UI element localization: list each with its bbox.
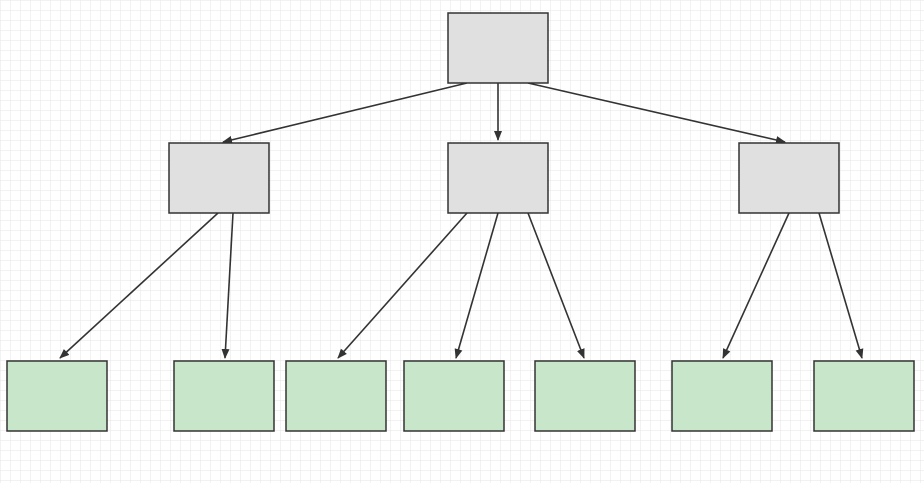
leaf-node-6 <box>671 360 773 432</box>
root-node <box>447 12 549 84</box>
internal-node-3 <box>738 142 840 214</box>
edge-root-internal-1 <box>222 82 468 144</box>
leaf-node-2 <box>173 360 275 432</box>
edge-internal-3-leaf-7 <box>818 212 864 359</box>
edge-root-internal-3 <box>527 82 786 144</box>
edge-internal-3-leaf-6 <box>722 212 790 359</box>
edge-internal-2-leaf-5 <box>527 212 585 359</box>
leaf-node-5 <box>534 360 636 432</box>
leaf-node-7 <box>813 360 915 432</box>
edge-internal-1-leaf-1 <box>59 212 219 359</box>
edge-internal-1-leaf-2 <box>221 212 234 359</box>
internal-node-2 <box>447 142 549 214</box>
leaf-node-4 <box>403 360 505 432</box>
nodes <box>6 12 915 432</box>
leaf-node-1 <box>6 360 108 432</box>
internal-node-1 <box>168 142 270 214</box>
leaf-node-3 <box>285 360 387 432</box>
edge-internal-2-leaf-3 <box>337 212 468 359</box>
edges <box>59 82 864 359</box>
edge-internal-2-leaf-4 <box>454 212 499 359</box>
